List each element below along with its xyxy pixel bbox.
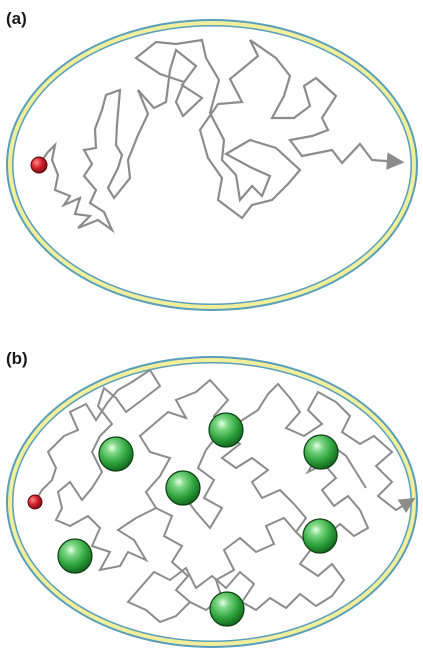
diffusing-particle: [27, 494, 43, 510]
macromolecule-obstacle: [208, 412, 244, 448]
macromolecule-obstacle: [302, 518, 338, 554]
panel-a-label: (a): [6, 9, 27, 28]
macromolecule-obstacle: [209, 591, 245, 627]
macromolecule-obstacle: [98, 436, 134, 472]
random-walk-path-segment: [155, 430, 308, 612]
random-walk-path-segment: [126, 531, 346, 624]
diffusing-particle: [30, 156, 48, 174]
macromolecule-obstacle: [165, 470, 201, 506]
panel-b-label: (b): [6, 349, 28, 368]
obstacles: [57, 412, 339, 627]
random-walk-path: [39, 38, 405, 234]
panel-a-diagram: [6, 19, 418, 311]
panel-b-diagram: [6, 356, 418, 648]
macromolecule-obstacle: [57, 538, 93, 574]
macromolecule-obstacle: [303, 434, 339, 470]
random-walk-path: [35, 368, 416, 572]
